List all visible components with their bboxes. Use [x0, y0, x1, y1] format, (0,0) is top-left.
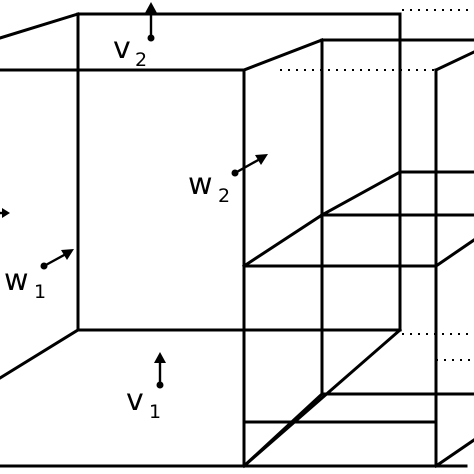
- lower-shelf-left-diagonal: [241, 391, 325, 469]
- v1-label-main: v: [126, 383, 144, 418]
- v2-vector: v 2: [113, 2, 157, 71]
- v1-vector: v 1: [126, 352, 166, 423]
- left-edge-arrow: [0, 208, 10, 218]
- w2-label-main: w: [188, 167, 213, 202]
- w2-arrow-shaft: [234, 157, 261, 175]
- w1-arrow-head: [61, 249, 74, 260]
- w2-vector: w 2: [188, 154, 268, 207]
- v1-label-subscript: 1: [149, 401, 161, 423]
- outer-box-floor-left-edge: [0, 327, 81, 380]
- upper-shelf-right-diagonal: [433, 238, 474, 269]
- right-box-right-bottom-diagonal: [433, 438, 474, 469]
- outer-box: [0, 12, 468, 468]
- w1-vector: w 1: [4, 249, 74, 303]
- w2-label-subscript: 2: [218, 185, 230, 207]
- left-edge-arrow-head: [2, 208, 10, 218]
- upper-shelf-left-diagonal: [241, 212, 325, 269]
- v2-label-subscript: 2: [135, 49, 147, 71]
- right-box-top-right-diagonal: [434, 50, 474, 72]
- v2-arrow-head: [145, 2, 157, 13]
- upper-inner-shelf: [241, 169, 474, 269]
- outer-box-left-top-edge: [0, 12, 80, 40]
- right-box: [241, 9, 474, 469]
- v1-arrow-head: [154, 352, 166, 363]
- right-box-top-left-diagonal: [242, 38, 324, 72]
- lower-inner-shelf: [241, 383, 474, 469]
- w1-label-subscript: 1: [34, 281, 46, 303]
- w1-arrow-shaft: [43, 252, 67, 268]
- w1-label-main: w: [4, 263, 29, 298]
- w2-arrow-head: [255, 154, 268, 165]
- v2-label-main: v: [113, 31, 131, 66]
- upper-shelf-back-diagonal: [319, 169, 403, 218]
